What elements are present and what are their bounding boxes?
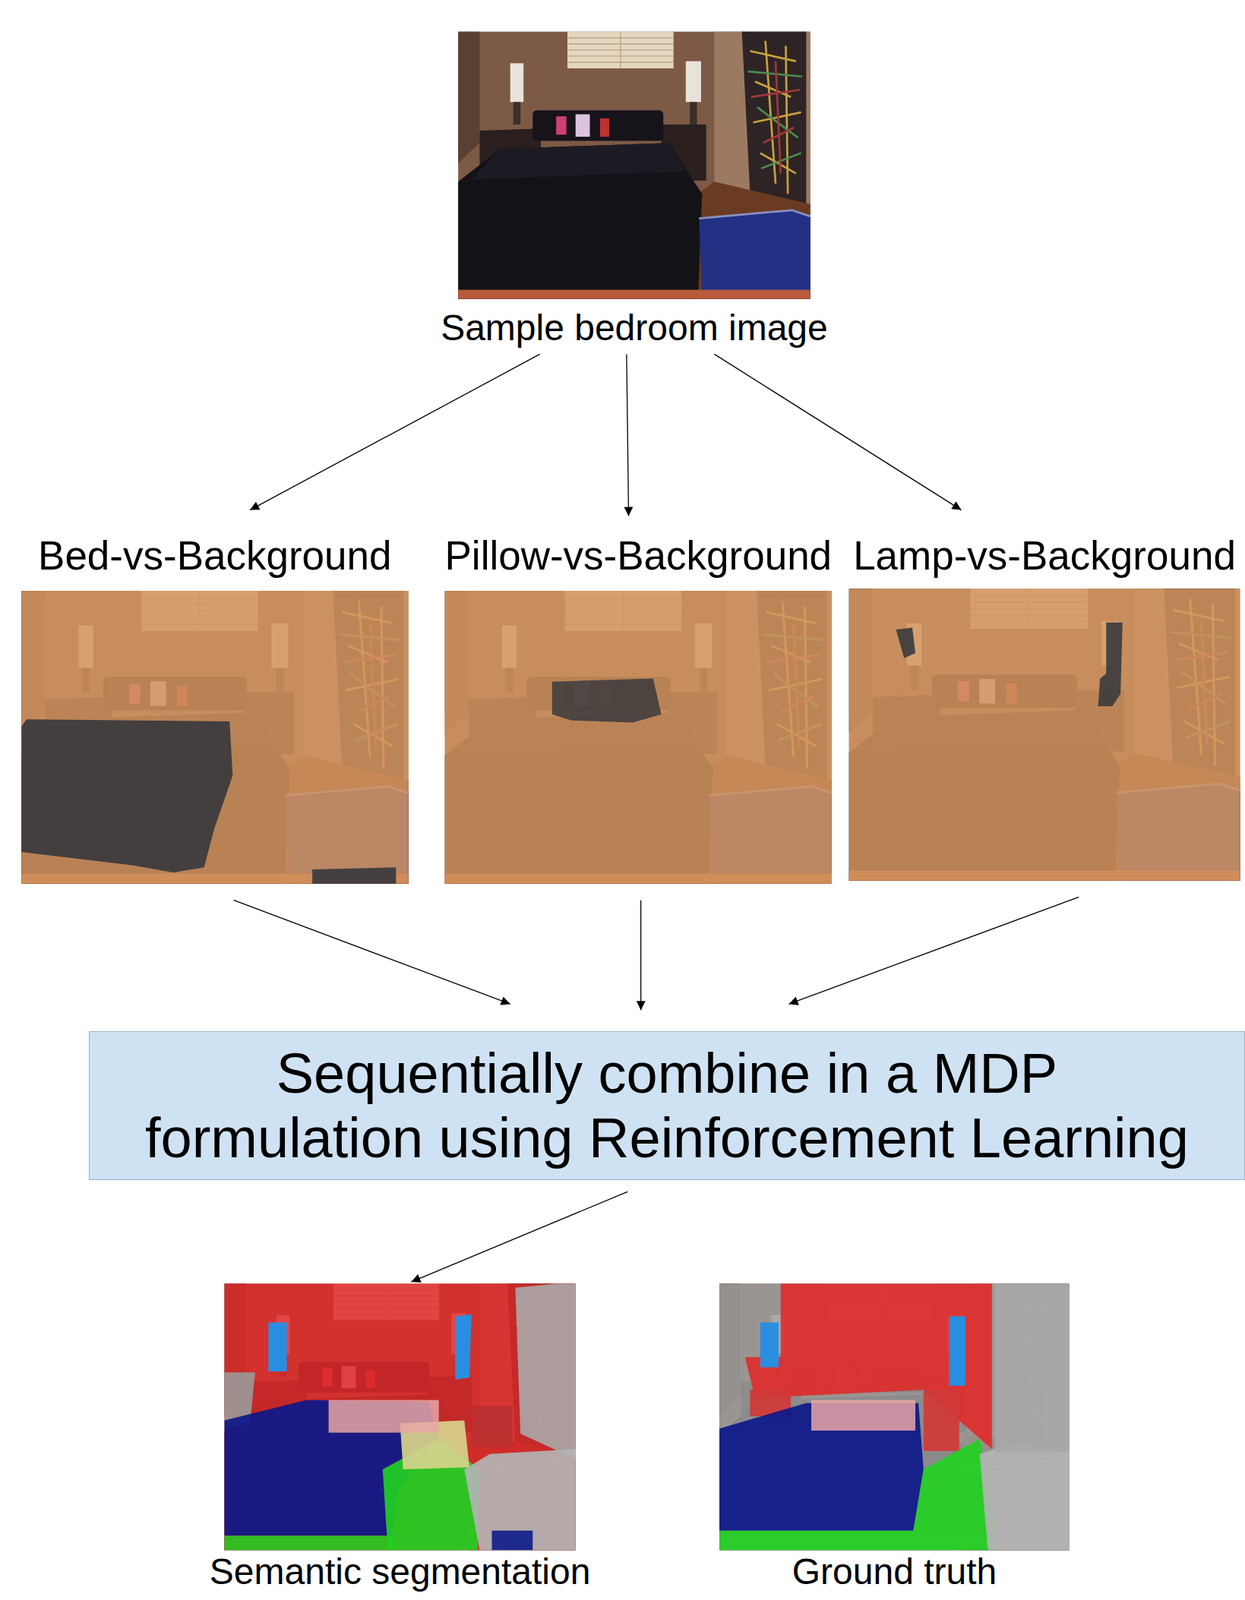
pillow-region: [328, 1400, 440, 1434]
process-box: Sequentially combine in a MDP formulatio…: [88, 1031, 1245, 1181]
nightstand-region: [923, 1390, 960, 1452]
image-panel: Lamp-vs-Background: [848, 534, 1241, 882]
bed-mask: [21, 719, 233, 873]
image-panel: Bed-vs-Background: [21, 534, 408, 885]
arrow-connector: [410, 1191, 628, 1283]
other-region: [464, 1449, 576, 1551]
floor-region: [224, 1535, 394, 1551]
other-region: [515, 1283, 576, 1460]
segmentation-photo: [224, 1283, 576, 1551]
arrow-connector: [714, 353, 961, 510]
image-caption: Pillow-vs-Background: [445, 534, 833, 579]
image-panel: Pillow-vs-Background: [440, 534, 838, 885]
mask-photo: [21, 590, 408, 885]
lamp-region: [760, 1323, 779, 1369]
image-caption: Ground truth: [792, 1552, 997, 1593]
lamp-region: [455, 1314, 471, 1381]
other-region: [979, 1444, 1070, 1551]
floor-region: [719, 1439, 996, 1551]
arrow-connector: [640, 900, 642, 1011]
image-panel: Ground truth: [719, 1283, 1070, 1593]
bedroom-photo: [458, 31, 810, 300]
ground-truth-photo: [719, 1283, 1070, 1551]
background-overlay: [445, 590, 832, 885]
arrow-connector: [788, 897, 1079, 1005]
bed-mask: [312, 867, 396, 885]
bed-region: [492, 1531, 534, 1552]
image-caption: Bed-vs-Background: [37, 534, 392, 579]
lamp-mask: [896, 627, 917, 658]
lamp-region: [948, 1316, 965, 1386]
mask-photo: [849, 588, 1241, 881]
box-text: Sequentially combine in a MDP formulatio…: [136, 1041, 1197, 1171]
image-caption: Sample bedroom image: [440, 308, 828, 349]
arrow-connector: [626, 353, 629, 516]
image-caption: Lamp-vs-Background: [853, 534, 1236, 579]
mask-photo: [445, 590, 832, 885]
pillow-mask: [552, 679, 662, 724]
lamp-mask: [1098, 622, 1123, 707]
other-region: [995, 1283, 1070, 1453]
wall-region: [224, 1283, 576, 1551]
lamp-region: [268, 1323, 287, 1373]
arrow-connector: [233, 900, 511, 1005]
arrow-connector: [249, 353, 541, 510]
image-panel: Semantic segmentation: [205, 1283, 596, 1593]
nightstand-region: [471, 1406, 513, 1448]
background-overlay: [849, 588, 1241, 881]
image-caption: Semantic segmentation: [209, 1552, 591, 1593]
image-panel: Sample bedroom image: [436, 31, 833, 349]
other-region: [719, 1283, 1070, 1551]
background-overlay: [21, 590, 408, 885]
pillow-region: [811, 1400, 916, 1432]
